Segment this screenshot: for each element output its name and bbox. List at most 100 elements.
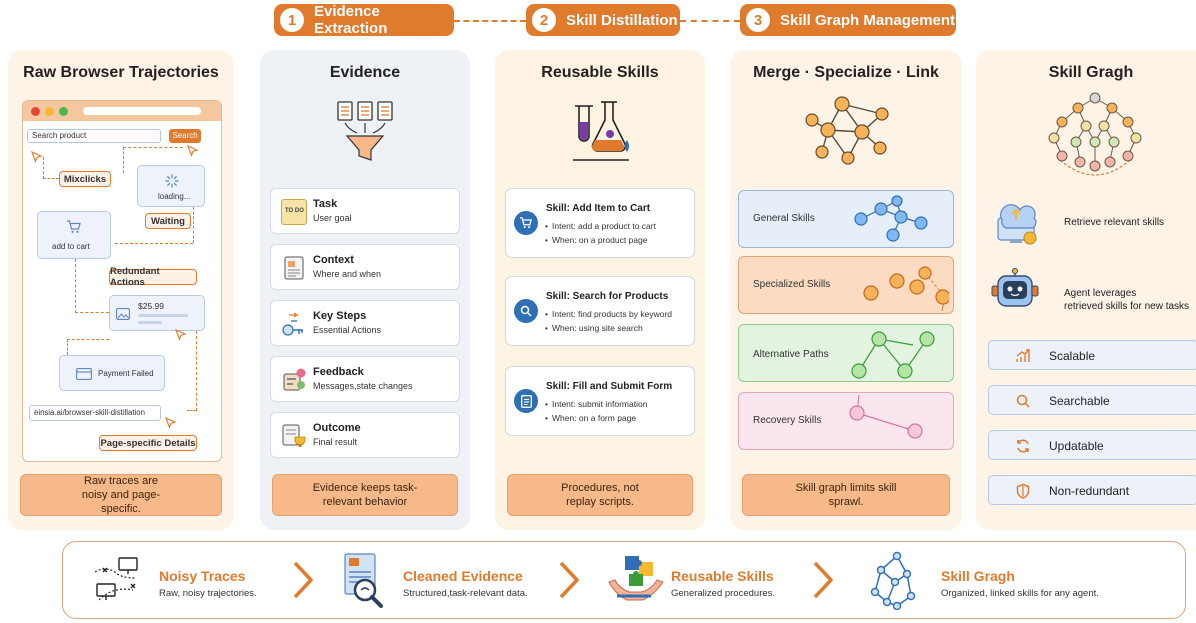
add-to-cart-box[interactable]: add to cart <box>37 211 111 259</box>
trophy-icon <box>282 424 306 447</box>
stage-evidence-extraction: 1 Evidence Extraction <box>274 3 454 37</box>
skill-title: Skill: Search for Products <box>546 291 669 302</box>
column-footer: Evidence keeps task-relevant behavior <box>272 474 458 516</box>
payment-failed-box: Payment Failed <box>59 355 165 391</box>
loading-box: loading... <box>137 165 205 207</box>
minimize-dot-icon <box>45 106 54 116</box>
skill-card-search-products: Skill: Search for Products Intent: find … <box>505 276 695 346</box>
column-merge-specialize-link: Merge · Specialize · Link General Skills… <box>730 50 962 530</box>
search-input[interactable]: Search product <box>27 129 161 143</box>
stage-label: Skill Graph Management <box>780 11 956 29</box>
stage-number: 1 <box>280 8 304 32</box>
product-card[interactable]: $25.99 <box>109 295 205 331</box>
trace-path <box>115 243 193 244</box>
evidence-card-key-steps: Key Steps Essential Actions <box>270 300 460 346</box>
close-dot-icon <box>31 106 40 116</box>
agent-text-line2: retrieved skills for new tasks <box>1064 301 1190 312</box>
browser-url-bar <box>83 107 201 115</box>
feedback-icon <box>283 368 306 391</box>
recovery-skills-graph <box>849 395 923 439</box>
skill-card-fill-submit-form: Skill: Fill and Submit Form Intent: subm… <box>505 366 695 436</box>
form-icon <box>514 389 538 413</box>
band-label: Recovery Skills <box>753 415 822 426</box>
cart-icon <box>514 211 538 235</box>
specialized-skills-graph <box>863 266 949 311</box>
band-label: Specialized Skills <box>753 279 831 290</box>
flask-icon <box>573 101 629 161</box>
document-icon <box>284 256 304 280</box>
column-evidence: Evidence TO DO Task User goal Context Wh… <box>260 50 470 530</box>
spinner-icon <box>165 174 179 188</box>
column-raw-trajectories: Raw Browser Trajectories Search product … <box>8 50 234 530</box>
evidence-card-task: TO DO Task User goal <box>270 188 460 234</box>
trace-path <box>43 157 59 179</box>
property-label: Searchable <box>1049 394 1110 408</box>
property-scalable: Scalable <box>988 340 1196 370</box>
stage-number: 2 <box>532 8 556 32</box>
url-field[interactable]: einsia.ai/browser-skill-distillation <box>29 405 161 421</box>
property-label: Non-redundant <box>1049 484 1130 498</box>
pipeline-subtitle: Generalized procedures. <box>671 588 776 599</box>
cart-icon <box>67 220 81 233</box>
trace-path <box>193 207 194 243</box>
evidence-title: Task <box>313 198 338 210</box>
search-button[interactable]: Search <box>169 129 201 143</box>
column-title: Merge · Specialize · Link <box>753 64 939 81</box>
network-icon <box>805 96 889 165</box>
add-to-cart-label: add to cart <box>52 242 90 251</box>
property-updatable: Updatable <box>988 430 1196 460</box>
trace-path <box>187 331 197 411</box>
pipeline-title: Cleaned Evidence <box>403 568 523 584</box>
skill-intent: Intent: submit information <box>545 399 647 409</box>
property-label: Scalable <box>1049 349 1096 363</box>
evidence-title: Context <box>313 254 354 266</box>
cursor-icon <box>31 151 43 163</box>
payment-failed-text: Payment Failed <box>98 369 154 378</box>
evidence-title: Outcome <box>313 422 361 434</box>
column-title: Evidence <box>329 64 401 81</box>
pipeline-title: Noisy Traces <box>159 568 246 584</box>
cleaned-evidence-icon <box>344 553 383 608</box>
stage-connector <box>680 20 740 22</box>
skill-title: Skill: Add Item to Cart <box>546 203 651 214</box>
todo-label: TO DO <box>285 208 304 214</box>
general-skills-graph <box>854 195 928 242</box>
trace-path <box>75 259 109 313</box>
robot-icon <box>991 268 1039 307</box>
band-recovery-skills: Recovery Skills <box>738 392 954 450</box>
column-title: Raw Browser Trajectories <box>23 64 219 81</box>
evidence-subtitle: Messages,state changes <box>313 381 413 391</box>
stage-connector <box>454 20 526 22</box>
refresh-icon <box>1017 439 1029 453</box>
skill-graph-network-icon <box>870 551 916 610</box>
evidence-title: Key Steps <box>313 310 367 322</box>
skill-when: When: on a product page <box>545 235 648 245</box>
chevron-right-icon <box>559 561 579 599</box>
tag-redundant-actions: Redundant Actions <box>109 266 197 288</box>
cursor-icon <box>175 329 187 341</box>
band-label: Alternative Paths <box>753 349 829 360</box>
property-label: Updatable <box>1049 439 1104 453</box>
search-icon <box>514 299 538 323</box>
skill-title: Skill: Fill and Submit Form <box>546 381 673 392</box>
band-alternative-paths: Alternative Paths <box>738 324 954 382</box>
chart-growth-icon <box>1016 349 1030 362</box>
image-icon <box>116 308 130 320</box>
column-reusable-skills: Reusable Skills Skill: Add Item to Cart … <box>495 50 705 530</box>
evidence-card-context: Context Where and when <box>270 244 460 290</box>
stage-skill-distillation: 2 Skill Distillation <box>526 4 680 36</box>
pipeline-subtitle: Raw, noisy trajectories. <box>159 588 257 599</box>
column-footer: Raw traces are noisy and page-specific. <box>20 474 222 516</box>
skill-graph-icon <box>1048 92 1142 176</box>
noisy-traces-icon <box>94 557 138 601</box>
stage-label: Evidence Extraction <box>314 3 388 37</box>
skill-intent: Intent: find products by keyword <box>545 309 672 319</box>
cursor-icon <box>187 145 199 157</box>
alternative-paths-graph <box>851 331 935 379</box>
skeleton-line <box>138 314 188 317</box>
price-text: $25.99 <box>138 301 164 311</box>
tag-mixclicks: Mixclicks <box>59 171 111 187</box>
column-footer: Procedures, not replay scripts. <box>507 474 693 516</box>
evidence-card-feedback: Feedback Messages,state changes <box>270 356 460 402</box>
funnel-icon <box>337 101 393 161</box>
